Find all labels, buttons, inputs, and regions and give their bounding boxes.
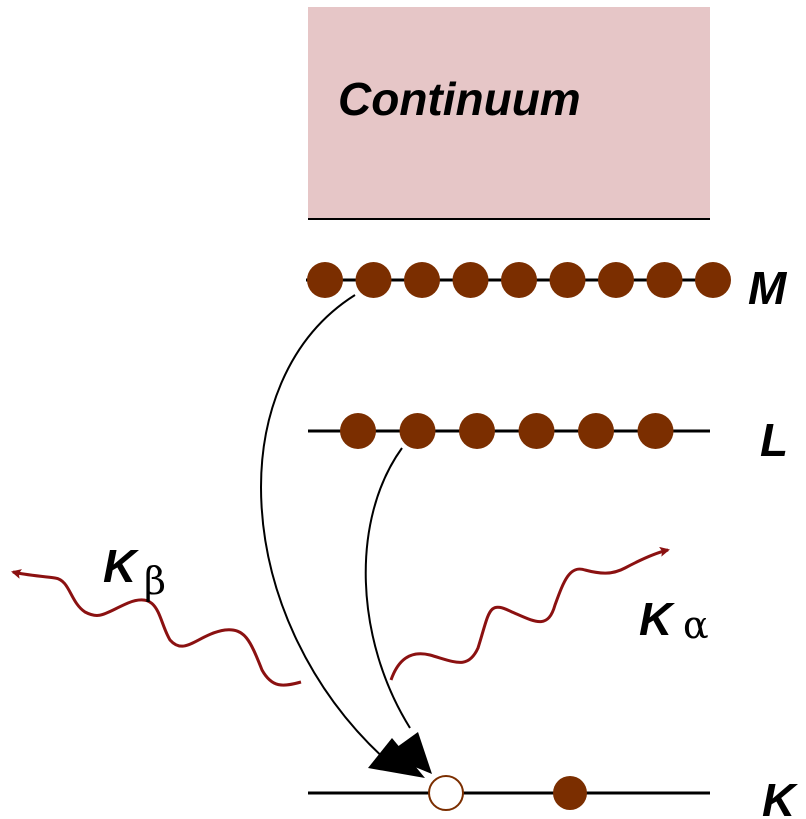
electron-m (598, 262, 634, 298)
arrowhead-l-to-k (386, 732, 432, 774)
k-beta-label: K β (103, 540, 166, 603)
photon-k-beta (11, 569, 302, 687)
electron-k (553, 776, 587, 810)
level-label-k: K (762, 774, 798, 819)
k-beta-letter: K (103, 540, 139, 592)
electron-l (637, 413, 674, 449)
electron-m (695, 262, 731, 298)
k-alpha-label: K α (639, 593, 709, 647)
electron-m (355, 262, 392, 298)
vacancy-k (428, 775, 464, 811)
electron-l (578, 413, 614, 449)
electron-l (459, 413, 495, 449)
electron-m (549, 262, 586, 298)
k-beta-subscript: β (144, 559, 166, 603)
level-label-m: M (748, 262, 788, 314)
transition-arrow-m-to-k (260, 294, 389, 763)
electron-l (399, 413, 436, 449)
transition-arrow-l-to-k (364, 447, 411, 729)
electron-m (501, 262, 537, 298)
continuum-box (308, 7, 710, 219)
electron-m (404, 262, 440, 298)
electron-group (307, 262, 731, 811)
level-label-l: L (760, 414, 788, 466)
k-alpha-letter: K (639, 593, 675, 645)
electron-l (518, 413, 555, 449)
continuum-band: Continuum (308, 7, 710, 220)
k-alpha-subscript: α (683, 603, 709, 647)
continuum-label: Continuum (338, 73, 581, 125)
electron-m (307, 262, 343, 298)
electron-m (452, 262, 489, 298)
electron-l (340, 413, 376, 449)
electron-m (646, 262, 683, 298)
photon-k-alpha (389, 546, 670, 681)
